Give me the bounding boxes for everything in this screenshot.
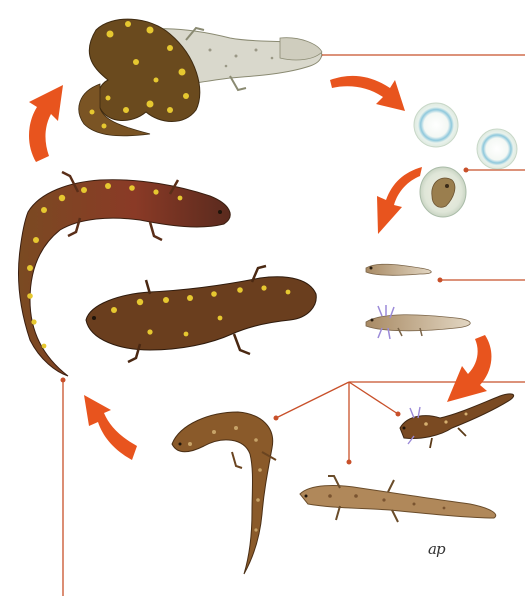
leader-branch-juvenile-a (276, 382, 349, 418)
leader-dot-eggs (464, 168, 469, 173)
cycle-arrow-eggs-to-larvae (377, 167, 422, 234)
juvenile-gilled (400, 394, 514, 439)
leader-dot-juvenile-a (274, 416, 279, 421)
cycle-arrow-juveniles-to-adults (84, 395, 137, 460)
cycle-arrow-adults-to-mating (29, 85, 63, 162)
egg-1 (414, 103, 458, 147)
cycle-arrow-mating-to-eggs (330, 76, 405, 111)
adult-salamanders-illustration (18, 172, 316, 376)
juvenile-salamanders-illustration (172, 394, 514, 574)
juvenile-curved (172, 412, 273, 574)
leader-dot-larvae (438, 278, 443, 283)
juvenile-straight (300, 486, 496, 518)
larvae-illustration (366, 264, 470, 339)
eggs-illustration (414, 103, 517, 217)
artist-signature: ap (428, 540, 445, 558)
egg-2 (477, 129, 517, 169)
mating-salamander-head (280, 38, 322, 60)
adult-salamander-lower (86, 277, 316, 350)
leader-dot-adults (61, 378, 66, 383)
cycle-arrow-larvae-to-juveniles (447, 335, 491, 402)
leader-branch-juvenile-c (349, 382, 398, 414)
larva-small (366, 264, 431, 275)
mating-pair-illustration (79, 19, 322, 136)
leader-dot-juvenile-b (347, 460, 352, 465)
leader-dot-juvenile-c (396, 412, 401, 417)
